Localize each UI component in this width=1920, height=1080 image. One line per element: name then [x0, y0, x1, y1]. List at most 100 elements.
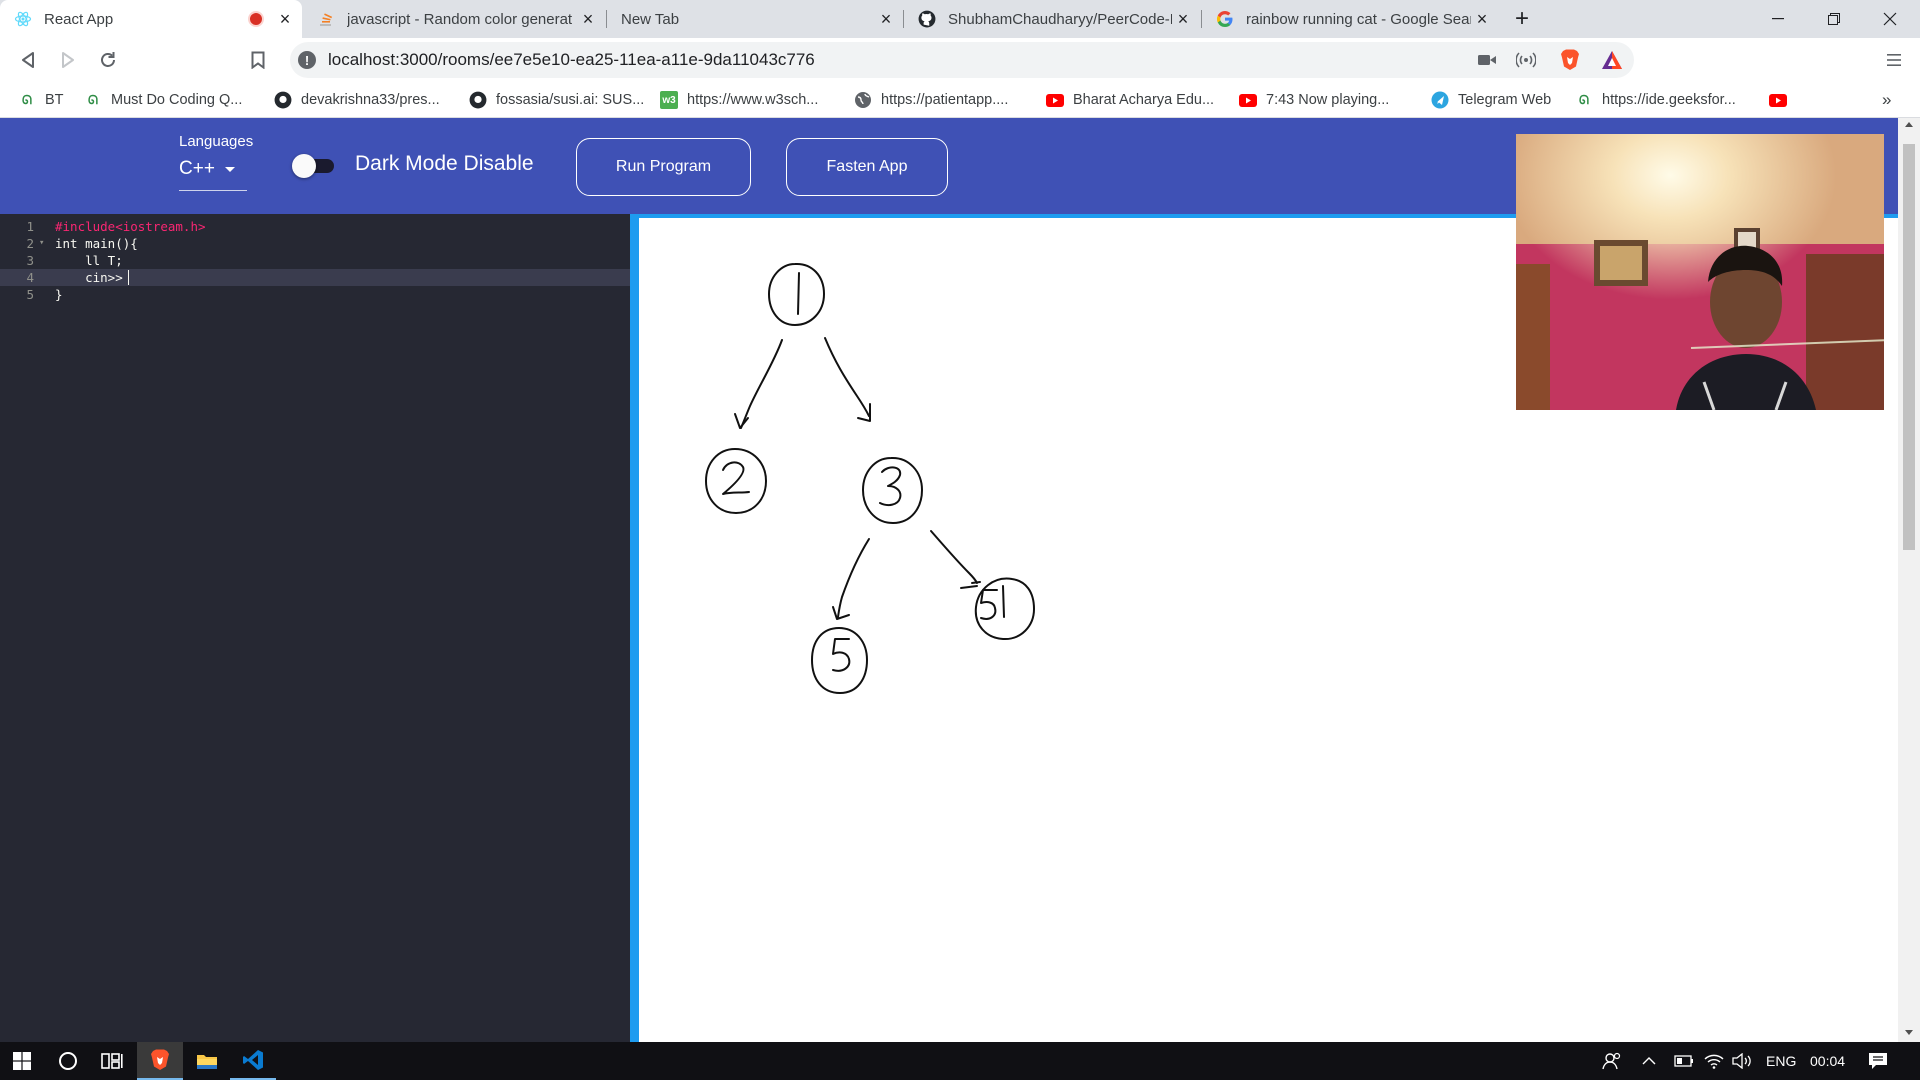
- new-tab-button[interactable]: +: [1514, 5, 1529, 32]
- w3schools-icon: w3: [660, 91, 678, 109]
- languages-label: Languages: [179, 133, 254, 150]
- bookmark-icon[interactable]: [244, 46, 272, 74]
- stackoverflow-icon: [317, 10, 335, 28]
- tab-new-tab[interactable]: New Tab ×: [607, 0, 903, 38]
- search-icon[interactable]: [46, 1042, 90, 1080]
- tab-separator: [606, 10, 607, 28]
- chevron-down-icon: [224, 167, 235, 172]
- youtube-icon: [1046, 91, 1064, 109]
- minimize-icon[interactable]: [1750, 0, 1806, 38]
- code-text: cin>>: [55, 270, 123, 285]
- tab-google-search[interactable]: rainbow running cat - Google Sear ×: [1202, 0, 1499, 38]
- camera-icon[interactable]: [1473, 46, 1501, 74]
- text-cursor: [128, 270, 129, 285]
- volume-icon[interactable]: [1732, 1042, 1754, 1080]
- run-program-button[interactable]: Run Program: [576, 138, 751, 196]
- code-editor[interactable]: 1 #include<iostream.h> 2 ▾ int main(){ 3…: [0, 214, 630, 1042]
- reload-icon[interactable]: [94, 46, 122, 74]
- vscode-icon[interactable]: [230, 1042, 276, 1080]
- wifi-icon[interactable]: [1704, 1042, 1724, 1080]
- close-tab-icon[interactable]: ×: [1476, 8, 1488, 29]
- dark-mode-label: Dark Mode Disable: [355, 152, 534, 175]
- code-text: ll T;: [55, 253, 123, 268]
- bookmark-item[interactable]: Telegram Web: [1431, 82, 1551, 118]
- bookmark-item[interactable]: ᘏ BT: [18, 82, 64, 118]
- language-value: C++: [179, 158, 215, 179]
- restore-icon[interactable]: [1806, 0, 1862, 38]
- gfg-icon: ᘏ: [1579, 92, 1589, 107]
- tree-edge: [740, 339, 783, 429]
- tree-node-51: [974, 577, 1035, 641]
- close-tab-icon[interactable]: ×: [582, 8, 594, 29]
- github-icon: [274, 91, 292, 109]
- task-view-icon[interactable]: [90, 1042, 134, 1080]
- bookmark-label: 7:43 Now playing...: [1266, 92, 1390, 108]
- language-select[interactable]: C++: [179, 158, 247, 191]
- line-number: 2: [26, 236, 34, 251]
- scrollbar-thumb[interactable]: [1903, 144, 1915, 550]
- tab-stackoverflow[interactable]: javascript - Random color generat ×: [303, 0, 605, 38]
- dark-mode-toggle[interactable]: [292, 154, 340, 178]
- scroll-up-icon[interactable]: [1905, 122, 1913, 127]
- bookmark-item[interactable]: https://patientapp....: [854, 82, 1008, 118]
- line-number: 5: [26, 287, 34, 302]
- browser-tab-strip: React App × javascript - Random color ge…: [0, 0, 1920, 38]
- close-tab-icon[interactable]: ×: [880, 8, 892, 29]
- tab-react-app[interactable]: React App ×: [0, 0, 302, 38]
- close-window-icon[interactable]: [1862, 0, 1918, 38]
- bookmark-item[interactable]: fossasia/susi.ai: SUS...: [469, 82, 644, 118]
- menu-icon[interactable]: [1880, 46, 1908, 74]
- code-text: int main(){: [55, 236, 138, 251]
- bookmark-item[interactable]: [1769, 82, 1796, 118]
- more-bookmarks-button[interactable]: »: [1882, 90, 1892, 109]
- windows-taskbar: ENG 00:04: [0, 1042, 1920, 1080]
- file-explorer-icon[interactable]: [184, 1042, 230, 1080]
- close-tab-icon[interactable]: ×: [1177, 8, 1189, 29]
- brave-shield-icon[interactable]: [1556, 46, 1584, 74]
- brave-browser-taskbar-icon[interactable]: [137, 1042, 183, 1080]
- chevron-up-icon[interactable]: [1642, 1042, 1656, 1080]
- tree-node-1: [768, 262, 825, 326]
- bookmark-item[interactable]: Bharat Acharya Edu...: [1046, 82, 1214, 118]
- recording-icon: [248, 11, 264, 27]
- address-bar[interactable]: ! localhost:3000/rooms/ee7e5e10-ea25-11e…: [290, 42, 1634, 78]
- bookmark-label: Bharat Acharya Edu...: [1073, 92, 1215, 108]
- fold-icon[interactable]: ▾: [39, 238, 45, 248]
- bookmark-label: BT: [45, 92, 64, 108]
- windows-start-icon[interactable]: [0, 1042, 44, 1080]
- tab-github[interactable]: ShubhamChaudharyy/PeerCode-Li ×: [904, 0, 1200, 38]
- tree-edge: [837, 538, 870, 618]
- youtube-icon: [1239, 91, 1257, 109]
- people-icon[interactable]: [1602, 1042, 1622, 1080]
- input-language[interactable]: ENG: [1766, 1053, 1797, 1069]
- battery-icon[interactable]: [1672, 1042, 1694, 1080]
- bookmark-label: https://patientapp....: [881, 92, 1009, 108]
- close-tab-icon[interactable]: ×: [279, 8, 291, 29]
- notifications-icon[interactable]: [1868, 1042, 1888, 1080]
- browser-toolbar: ! localhost:3000/rooms/ee7e5e10-ea25-11e…: [0, 38, 1920, 82]
- line-number: 1: [26, 219, 34, 234]
- bookmark-item[interactable]: 7:43 Now playing...: [1239, 82, 1389, 118]
- clock[interactable]: 00:04: [1810, 1053, 1846, 1069]
- globe-icon: [854, 91, 872, 109]
- cast-icon[interactable]: [1512, 46, 1540, 74]
- tab-separator: [903, 10, 904, 28]
- tree-edge: [824, 337, 870, 417]
- bookmark-item[interactable]: devakrishna33/pres...: [274, 82, 440, 118]
- bookmark-label: devakrishna33/pres...: [301, 92, 440, 108]
- page-scrollbar[interactable]: [1898, 118, 1920, 1042]
- scroll-down-icon[interactable]: [1905, 1030, 1913, 1035]
- forward-icon[interactable]: [54, 46, 82, 74]
- code-line: 2 ▾ int main(){: [0, 235, 630, 252]
- brave-rewards-icon[interactable]: [1598, 46, 1626, 74]
- code-line: 5 }: [0, 286, 630, 303]
- fasten-app-button[interactable]: Fasten App: [786, 138, 948, 196]
- bookmark-label: Must Do Coding Q...: [111, 92, 243, 108]
- back-icon[interactable]: [14, 46, 42, 74]
- site-info-icon[interactable]: !: [298, 51, 316, 69]
- url-text: localhost:3000/rooms/ee7e5e10-ea25-11ea-…: [328, 50, 815, 69]
- gfg-icon: ᘏ: [22, 92, 32, 107]
